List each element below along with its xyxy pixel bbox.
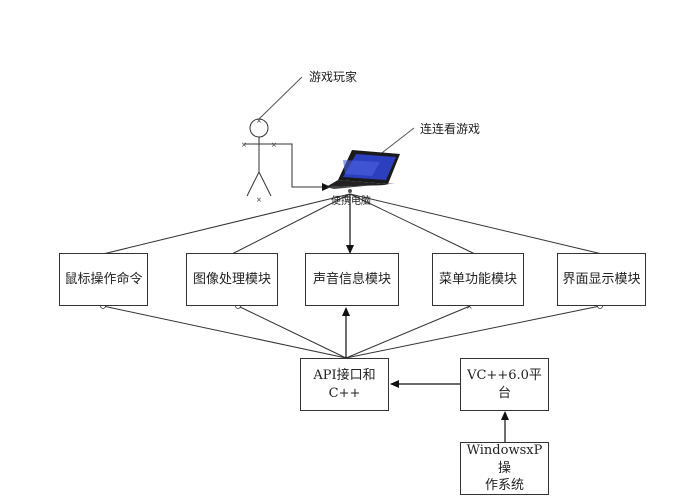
module-sound-box: 声音信息模块 [305, 253, 399, 306]
module-image-label: 图像处理模块 [192, 271, 271, 287]
svg-text:×: × [256, 196, 262, 204]
api-label: API接口和C++ [313, 367, 376, 401]
module-mouse-box: 鼠标操作命令 [59, 253, 148, 306]
module-menu-label: 菜单功能模块 [438, 271, 517, 287]
module-ui-box: 界面显示模块 [557, 253, 646, 306]
svg-text:×: × [241, 141, 247, 149]
os-label-line1: WindowsxP操 [466, 443, 543, 476]
player-callout-line [258, 76, 303, 120]
svg-text:×: × [256, 117, 262, 125]
module-mouse-label: 鼠标操作命令 [64, 271, 143, 287]
game-callout-line [377, 127, 415, 157]
modules-to-api-lines [102, 305, 601, 359]
laptop-label: 便携电脑 [331, 196, 371, 207]
vc-platform-label: VC++6.0平台 [467, 367, 542, 401]
os-label-line2: 作系统 [484, 478, 524, 494]
player-figure-icon: × × × × [241, 117, 277, 204]
player-label: 游戏玩家 [309, 70, 358, 84]
svg-text:×: × [271, 141, 277, 149]
game-label: 连连看游戏 [420, 122, 481, 136]
player-to-laptop-arrow [274, 143, 331, 191]
module-sound-label: 声音信息模块 [312, 271, 391, 287]
api-box: API接口和C++ [300, 358, 389, 411]
module-image-box: 图像处理模块 [186, 253, 278, 306]
laptop-to-modules-lines [102, 193, 603, 255]
svg-text:×: × [466, 302, 473, 311]
vc-platform-box: VC++6.0平台 [460, 358, 549, 411]
os-box: WindowsxP操 作系统 [460, 442, 549, 495]
laptop-icon [326, 150, 400, 193]
module-menu-box: 菜单功能模块 [432, 253, 524, 306]
module-ui-label: 界面显示模块 [562, 271, 641, 287]
